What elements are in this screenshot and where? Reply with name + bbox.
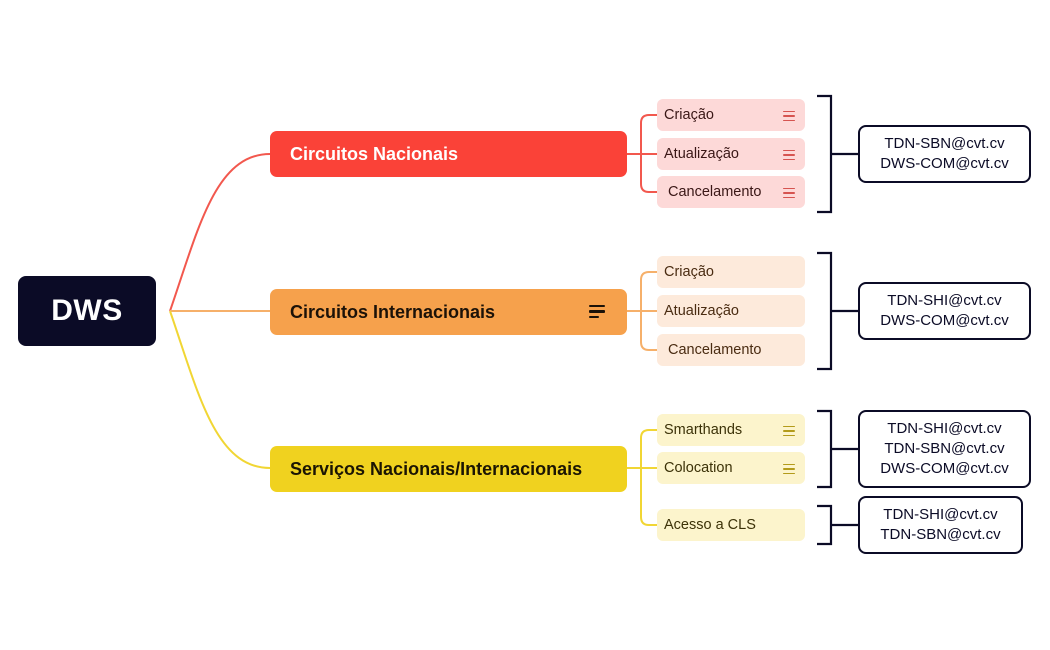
contact-box[interactable]: TDN-SHI@cvt.cv DWS-COM@cvt.cv <box>858 282 1031 340</box>
email-text: DWS-COM@cvt.cv <box>880 460 1009 477</box>
root-label: DWS <box>51 294 123 327</box>
bracket-3 <box>817 409 858 489</box>
leaf-criacao[interactable]: Criação <box>657 99 805 131</box>
leaf-smarthands[interactable]: Smarthands <box>657 414 805 446</box>
leaf-label: Atualização <box>664 303 739 319</box>
connector-root-servicos <box>169 310 271 469</box>
leaf-colocation[interactable]: Colocation <box>657 452 805 484</box>
leaf-label: Cancelamento <box>668 184 762 200</box>
bracket-2 <box>817 251 858 371</box>
email-text: TDN-SHI@cvt.cv <box>887 292 1002 309</box>
connector-branch-3-leaves <box>627 429 657 526</box>
connector-branch-2-leaves <box>627 271 657 351</box>
leaf-atualizacao[interactable]: Atualização <box>657 295 805 327</box>
branch-label: Circuitos Internacionais <box>290 301 496 322</box>
notes-icon[interactable] <box>783 111 795 121</box>
branch-label: Circuitos Nacionais <box>290 143 459 164</box>
contact-box[interactable]: TDN-SBN@cvt.cv DWS-COM@cvt.cv <box>858 125 1031 183</box>
contact-box[interactable]: TDN-SHI@cvt.cv TDN-SBN@cvt.cv <box>858 496 1023 554</box>
leaf-label: Criação <box>664 264 714 280</box>
branch-servicos-nacionais-internacionais[interactable]: Serviços Nacionais/Internacionais <box>270 446 627 492</box>
branch-circuitos-internacionais[interactable]: Circuitos Internacionais <box>270 289 627 335</box>
email-text: TDN-SHI@cvt.cv <box>883 506 998 523</box>
email-text: TDN-SBN@cvt.cv <box>884 135 1005 152</box>
leaf-label: Atualização <box>664 146 739 162</box>
leaf-cancelamento[interactable]: Cancelamento <box>657 334 805 366</box>
email-text: TDN-SHI@cvt.cv <box>887 420 1002 437</box>
notes-icon[interactable] <box>783 188 795 198</box>
email-text: DWS-COM@cvt.cv <box>880 155 1009 172</box>
leaf-acesso-a-cls[interactable]: Acesso a CLS <box>657 509 805 541</box>
email-text: TDN-SBN@cvt.cv <box>880 526 1001 543</box>
leaf-label: Colocation <box>664 460 733 476</box>
leaf-label: Smarthands <box>664 422 743 438</box>
notes-icon[interactable] <box>589 305 605 318</box>
notes-icon[interactable] <box>783 464 795 474</box>
leaf-label: Criação <box>664 107 714 123</box>
root-node-dws[interactable]: DWS <box>18 276 156 346</box>
leaf-label: Cancelamento <box>668 342 762 358</box>
summary-brackets <box>817 94 858 546</box>
leaf-criacao[interactable]: Criação <box>657 256 805 288</box>
connector-root-circuitos-nacionais <box>169 153 271 312</box>
notes-icon[interactable] <box>783 426 795 436</box>
email-text: TDN-SBN@cvt.cv <box>884 440 1005 457</box>
leaf-cancelamento[interactable]: Cancelamento <box>657 176 805 208</box>
email-text: DWS-COM@cvt.cv <box>880 312 1009 329</box>
branch-label: Serviços Nacionais/Internacionais <box>290 458 583 479</box>
contact-box[interactable]: TDN-SHI@cvt.cv TDN-SBN@cvt.cv DWS-COM@cv… <box>858 410 1031 488</box>
branch-circuitos-nacionais[interactable]: Circuitos Nacionais <box>270 131 627 177</box>
notes-icon[interactable] <box>783 150 795 160</box>
leaf-label: Acesso a CLS <box>664 517 756 533</box>
bracket-1 <box>817 94 858 214</box>
bracket-4 <box>817 504 858 546</box>
connector-branch-1-leaves <box>627 114 657 193</box>
leaf-atualizacao[interactable]: Atualização <box>657 138 805 170</box>
